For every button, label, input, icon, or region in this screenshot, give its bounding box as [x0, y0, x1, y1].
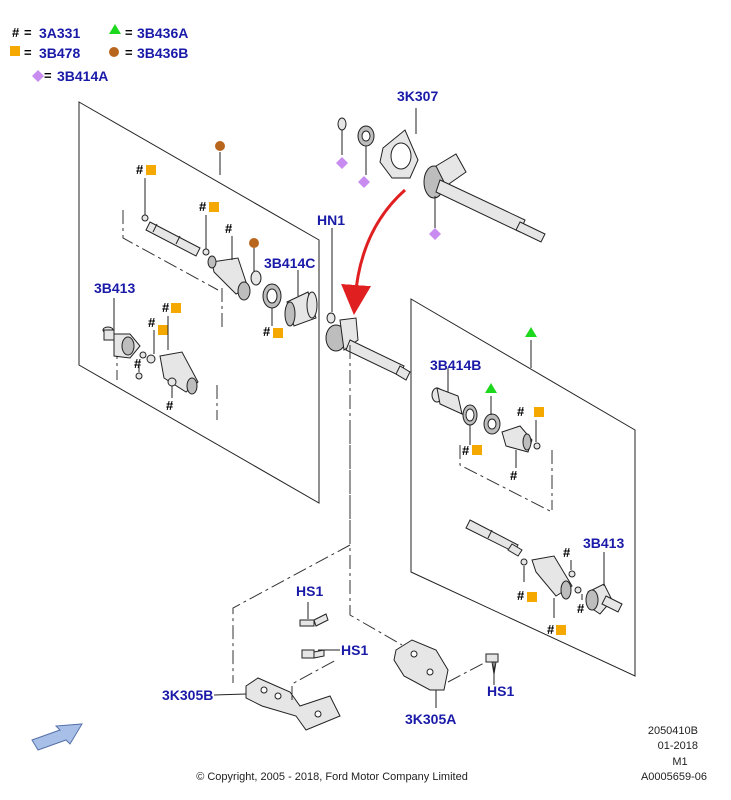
diamond-icon [358, 176, 370, 188]
diagram-code: 2050410B [648, 725, 698, 737]
boot-right [501, 425, 533, 453]
legend-code-3a331: 3A331 [39, 25, 80, 41]
square-icon [472, 445, 482, 455]
joint-housing-left [284, 291, 318, 327]
diagram-revision: M1 [672, 756, 687, 768]
hash-marker: # [134, 356, 142, 371]
legend-equals: = [125, 45, 133, 60]
square-icon [158, 325, 168, 335]
diamond-icon [32, 70, 44, 82]
hash-marker: # [148, 315, 156, 330]
triangle-icon [525, 327, 537, 337]
square-icon [273, 328, 283, 338]
hash-marker: # [166, 398, 174, 413]
inner-shaft-right [465, 519, 523, 557]
boot-left-outer [159, 351, 199, 395]
callout-3k305b: 3K305B [162, 687, 213, 703]
square-icon [10, 46, 20, 56]
triangle-icon [485, 383, 497, 393]
legend-code-3b414a: 3B414A [57, 68, 108, 84]
callout-3k307: 3K307 [397, 88, 438, 104]
bearing-bracket-3k307 [379, 129, 419, 179]
hex-nut [326, 312, 336, 324]
hash-marker: # [577, 601, 585, 616]
diagram-date: 01-2018 [658, 740, 698, 752]
hash-marker: # [563, 545, 571, 560]
hash-marker: # [517, 404, 525, 419]
hash-marker: # [517, 588, 525, 603]
legend-code-3b436a: 3B436A [137, 25, 188, 41]
assembly-arrow [341, 188, 406, 315]
bolt-hs1-mid [301, 649, 325, 659]
left-kit-panel: # # # # [78, 101, 320, 504]
legend-equals: = [125, 25, 133, 40]
square-icon [171, 303, 181, 313]
bolt-hs1-right [485, 653, 499, 675]
legend-hash-symbol: # [12, 25, 20, 40]
callout-hs1-top: HS1 [296, 583, 323, 599]
routing-line [447, 661, 487, 683]
boot-left [207, 255, 251, 301]
inner-shaft-left [145, 221, 201, 257]
direction-arrow-icon [31, 723, 83, 751]
callout-3b413-right: 3B413 [583, 535, 624, 551]
copyright-notice: © Copyright, 2005 - 2018, Ford Motor Com… [196, 771, 468, 783]
hash-marker: # [136, 162, 144, 177]
hash-marker: # [462, 443, 470, 458]
legend: # = 3A331 = 3B436A = 3B478 = 3B436B = 3B… [10, 24, 188, 84]
callout-hn1: HN1 [317, 212, 345, 228]
square-icon [556, 625, 566, 635]
legend-equals: = [24, 45, 32, 60]
bracket-3k305b [245, 677, 341, 731]
hash-marker: # [199, 199, 207, 214]
callout-3b413-left: 3B413 [94, 280, 135, 296]
routing-line [232, 345, 351, 683]
square-icon [527, 592, 537, 602]
intermediate-shaft [423, 153, 546, 243]
center-halfshaft [325, 317, 411, 381]
circle-icon [249, 238, 259, 248]
square-icon [209, 202, 219, 212]
legend-code-3b436b: 3B436B [137, 45, 188, 61]
callout-hs1-mid: HS1 [341, 642, 368, 658]
hash-marker: # [547, 622, 555, 637]
intermediate-shaft-group [325, 108, 546, 381]
boot-clamp [250, 270, 262, 286]
callout-3b414c: 3B414C [264, 255, 315, 271]
callout-3k305a: 3K305A [405, 711, 456, 727]
right-kit-panel: # # # # [410, 298, 636, 677]
square-icon [146, 165, 156, 175]
triangle-icon [109, 24, 121, 34]
circle-icon [109, 47, 119, 57]
diagram-reference: A0005659-06 [641, 771, 707, 783]
bracket-3k305a [393, 639, 449, 691]
legend-code-3b478: 3B478 [39, 45, 80, 61]
joint-housing-right [431, 387, 463, 415]
callout-hs1-right: HS1 [487, 683, 514, 699]
diamond-icon [429, 228, 441, 240]
legend-equals: = [24, 25, 32, 40]
outer-joint-left [102, 326, 141, 359]
boot-right-outer [531, 555, 573, 600]
legend-equals: = [44, 68, 52, 83]
callout-3b414b: 3B414B [430, 357, 481, 373]
hash-marker: # [263, 324, 271, 339]
circle-icon [215, 141, 225, 151]
hash-marker: # [162, 300, 170, 315]
o-ring [337, 117, 347, 131]
diamond-icon [336, 157, 348, 169]
hash-marker: # [225, 221, 233, 236]
snap-ring [141, 214, 149, 222]
routing-line [349, 430, 403, 646]
square-icon [534, 407, 544, 417]
hash-marker: # [510, 468, 518, 483]
snap-ring [202, 248, 210, 256]
routing-line [291, 659, 337, 700]
bolt-hs1-top [299, 613, 329, 627]
outer-joint-right [585, 583, 623, 615]
